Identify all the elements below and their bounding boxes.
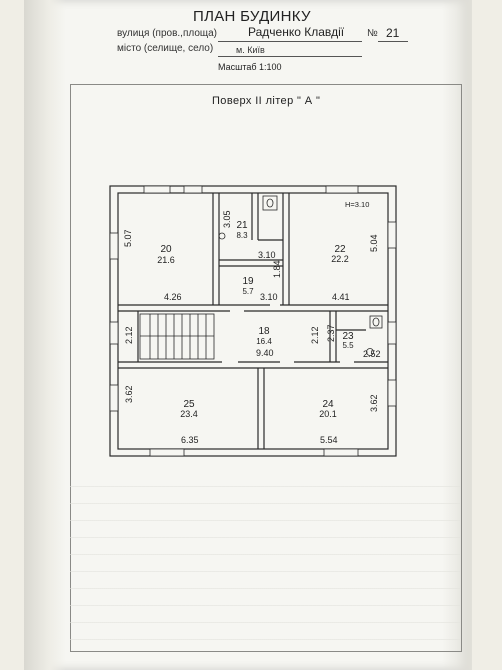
room-25-area: 23.4 (180, 409, 198, 419)
dim-310-a: 3.10 (258, 250, 276, 260)
room-24-number: 24 (322, 399, 334, 410)
room-20-number: 20 (160, 244, 172, 255)
floor-title: Поверх ІІ літер " А " (212, 95, 321, 107)
street-underline (218, 41, 362, 42)
page-shadow-left (24, 0, 66, 670)
room-23-number: 23 (342, 331, 354, 342)
dim-237: 2.37 (326, 324, 336, 342)
dim-310-b: 3.10 (260, 292, 278, 302)
outer-wall-outer (109, 185, 397, 457)
dim-504: 5.04 (369, 234, 379, 252)
dim-362-b: 3.62 (369, 394, 379, 412)
windows (109, 185, 397, 457)
street-value: Радченко Клавдії (248, 25, 345, 39)
dim-940: 9.40 (256, 348, 274, 358)
room-18-number: 18 (258, 326, 270, 337)
room-23-area: 5.5 (342, 341, 354, 350)
ceiling-height: Н=3.10 (345, 200, 369, 209)
room-18-area: 16.4 (256, 337, 272, 346)
room-19-number: 19 (242, 276, 254, 287)
dim-554: 5.54 (320, 435, 338, 445)
dim-305: 3.05 (222, 210, 232, 228)
number-value: 21 (386, 26, 400, 40)
number-label: № (367, 28, 378, 39)
room-21-number: 21 (236, 220, 248, 231)
room-25-number: 25 (183, 399, 195, 410)
dim-507: 5.07 (123, 229, 133, 247)
dim-426: 4.26 (164, 292, 182, 302)
city-label: місто (селище, село) (117, 43, 214, 54)
room-20-area: 21.6 (157, 255, 175, 265)
dim-212-b: 2.12 (310, 326, 320, 344)
scale-label: Масштаб 1:100 (218, 62, 282, 72)
dim-362-a: 3.62 (124, 385, 134, 403)
outer-wall-inner (117, 192, 389, 450)
room-21-area: 8.3 (236, 231, 248, 240)
room-24-area: 20.1 (319, 409, 337, 419)
blank-ruled-area (70, 470, 460, 650)
room-22-number: 22 (334, 244, 346, 255)
sanitary-fixtures (218, 195, 383, 356)
street-label: вулиця (пров.,площа) (117, 28, 217, 39)
dim-212-a: 2.12 (124, 326, 134, 344)
city-value: м. Київ (236, 45, 265, 55)
document-title: ПЛАН БУДИНКУ (193, 8, 311, 25)
staircase (139, 313, 215, 360)
room-22-area: 22.2 (331, 254, 349, 264)
city-underline (218, 56, 362, 57)
dim-635: 6.35 (181, 435, 199, 445)
document-frame (70, 84, 462, 652)
dim-252: 2.52 (363, 349, 381, 359)
dim-184: 1.84 (272, 260, 282, 278)
number-underline (378, 41, 408, 42)
room-19-area: 5.7 (242, 287, 254, 296)
dim-441: 4.41 (332, 292, 350, 302)
